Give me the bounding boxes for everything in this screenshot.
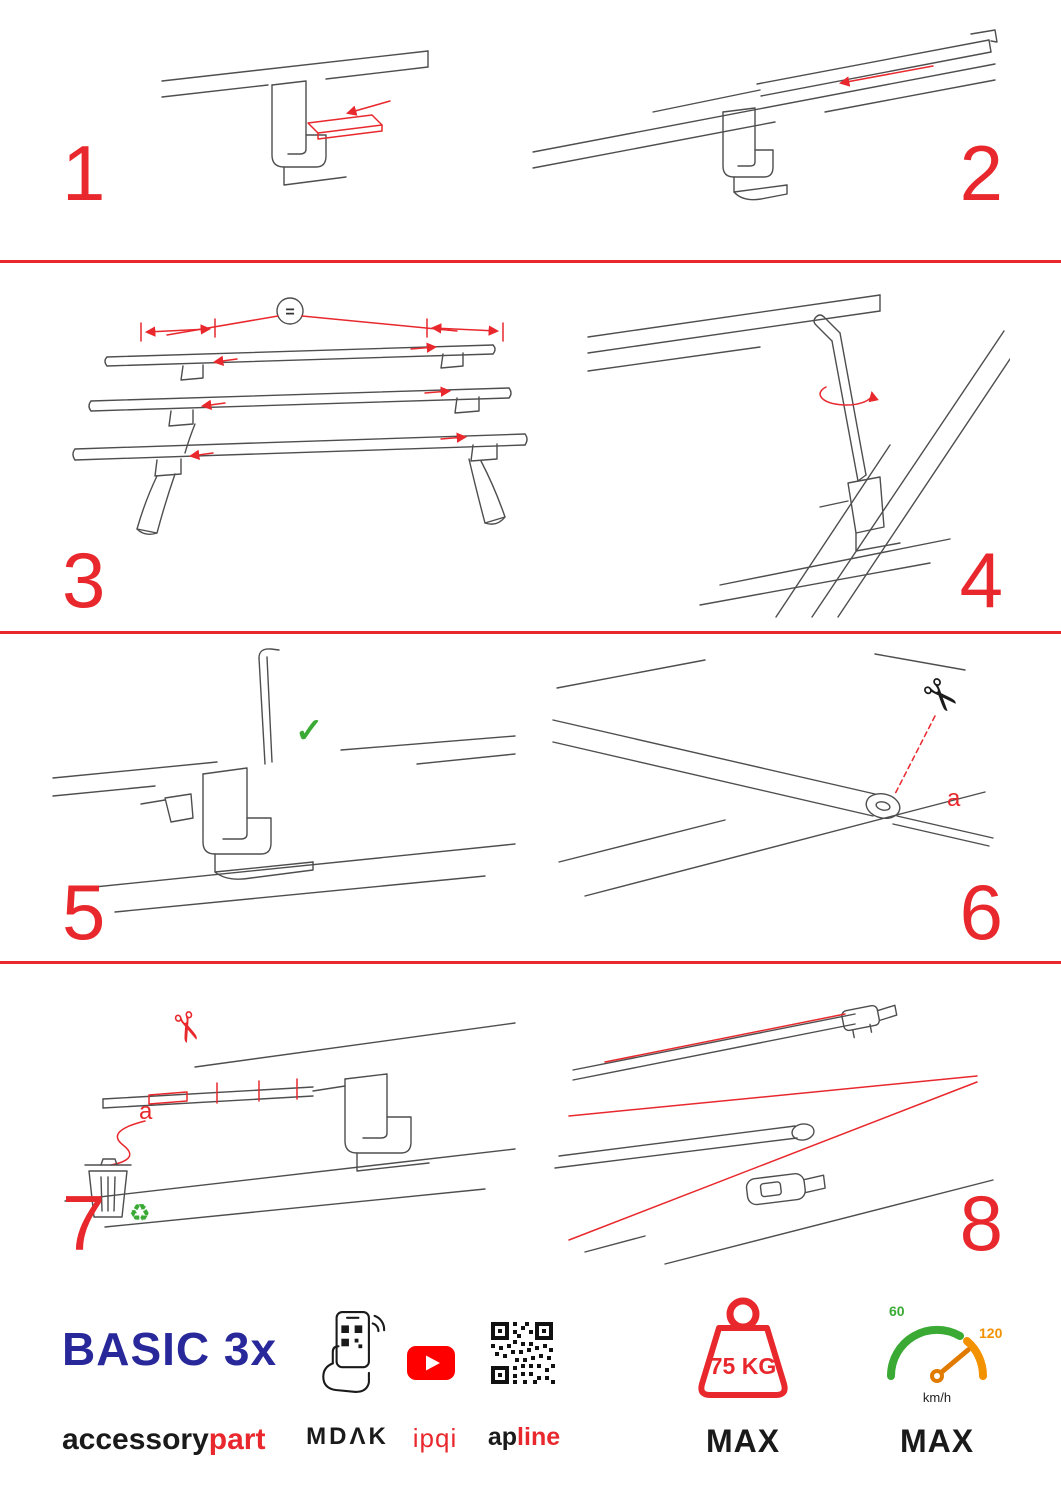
brand-logo-red: part	[208, 1423, 266, 1456]
step4-illustration	[587, 294, 1010, 618]
clamp-under-roof	[722, 107, 788, 201]
speed-unit-label: km/h	[923, 1390, 951, 1405]
step7-illustration: ✂ a ♻	[64, 1005, 516, 1228]
step2-number: 2	[959, 129, 1003, 217]
clamp-right	[312, 1073, 430, 1172]
roof-edge-diagonals	[699, 330, 1010, 618]
step4-number: 4	[959, 536, 1003, 624]
step1-illustration	[161, 50, 429, 186]
foot-clamp	[819, 476, 901, 552]
rubber-pad-highlight	[307, 100, 391, 140]
step5-number: 5	[62, 868, 106, 956]
ipqi-logo: ipqi	[412, 1423, 458, 1453]
apline-red: line	[517, 1423, 561, 1451]
weight-max-label: MAX	[705, 1423, 781, 1459]
youtube-icon	[407, 1346, 455, 1380]
phone-scan-icon	[322, 1311, 386, 1393]
step-row-4: ✂ a ♻	[0, 964, 1061, 1290]
door-frame-lines	[161, 50, 429, 98]
part-a-label: a	[139, 1098, 153, 1125]
step8-number: 8	[959, 1179, 1003, 1267]
step3-number: 3	[62, 536, 106, 624]
step1-number: 1	[62, 129, 106, 217]
cross-bars	[72, 344, 528, 461]
clamp-bracket	[271, 80, 347, 186]
step6-number: 6	[959, 868, 1003, 956]
step-row-1: 1 2	[0, 0, 1061, 263]
brand-logo-black: accessory	[62, 1423, 209, 1456]
support-legs	[136, 423, 506, 536]
clamp-assembly	[140, 767, 314, 880]
footer: BASIC 3x accessorypart MDΛK ipqi	[0, 1290, 1061, 1500]
step-row-3: ✓ ✂	[0, 634, 1061, 964]
part-a-label: a	[947, 785, 961, 812]
product-name: BASIC 3x	[62, 1323, 278, 1375]
recycle-icon: ♻	[129, 1200, 151, 1227]
alignment-lines	[568, 1013, 978, 1241]
rotate-arrow	[819, 386, 879, 406]
equal-spacing-callout: =	[166, 297, 458, 336]
speed-high-label: 120	[979, 1325, 1003, 1341]
speed-max-label: MAX	[899, 1423, 975, 1459]
scissors-icon-red: ✂	[159, 1005, 211, 1050]
weight-limit-icon: 75 KG	[698, 1297, 788, 1398]
cut-marks	[216, 1078, 298, 1104]
speed-limit-icon: 60 120 km/h	[886, 1303, 1003, 1405]
qr-code	[491, 1322, 555, 1384]
adapter-front	[745, 1173, 826, 1206]
roof-context-lines	[556, 653, 986, 897]
mounting-feet	[154, 352, 498, 477]
tightening-rod	[258, 648, 280, 765]
apline-black: ap	[487, 1423, 518, 1451]
rubber-strip-bar	[552, 719, 994, 847]
brand-logo: accessorypart	[62, 1423, 265, 1457]
roof-surface-lines	[52, 735, 516, 797]
foot-direction-arrows	[188, 342, 468, 461]
step6-illustration: ✂ a	[552, 653, 994, 897]
step5-illustration: ✓	[52, 648, 516, 913]
roof-edge-lines	[532, 63, 996, 169]
slide-direction-arrow	[838, 65, 934, 87]
phone-qr-pixels	[341, 1325, 363, 1349]
step-row-2: =	[0, 263, 1061, 634]
step8-illustration	[554, 1004, 994, 1265]
equal-label: =	[285, 304, 294, 321]
speed-low-label: 60	[889, 1303, 905, 1319]
rail-bar	[652, 29, 998, 113]
cut-piece	[110, 1091, 188, 1166]
trim-strip	[102, 1086, 314, 1109]
roof-lower-lines	[84, 843, 516, 913]
apline-logo: apline	[480, 1423, 568, 1452]
roof-context	[64, 1022, 516, 1228]
cut-line	[894, 715, 936, 795]
dimension-marks	[140, 318, 504, 342]
step3-illustration: =	[72, 297, 528, 536]
trash-bin	[84, 1158, 132, 1218]
roof-rails	[554, 1013, 994, 1265]
roof-rail-lines	[587, 294, 881, 372]
weight-value: 75 KG	[710, 1353, 776, 1379]
mdak-logo: MDΛK	[306, 1423, 389, 1450]
check-icon: ✓	[295, 712, 324, 750]
scissors-icon: ✂	[909, 666, 970, 726]
adapter-top	[841, 1004, 898, 1039]
step7-number: 7	[62, 1179, 106, 1267]
step2-illustration	[532, 29, 998, 201]
